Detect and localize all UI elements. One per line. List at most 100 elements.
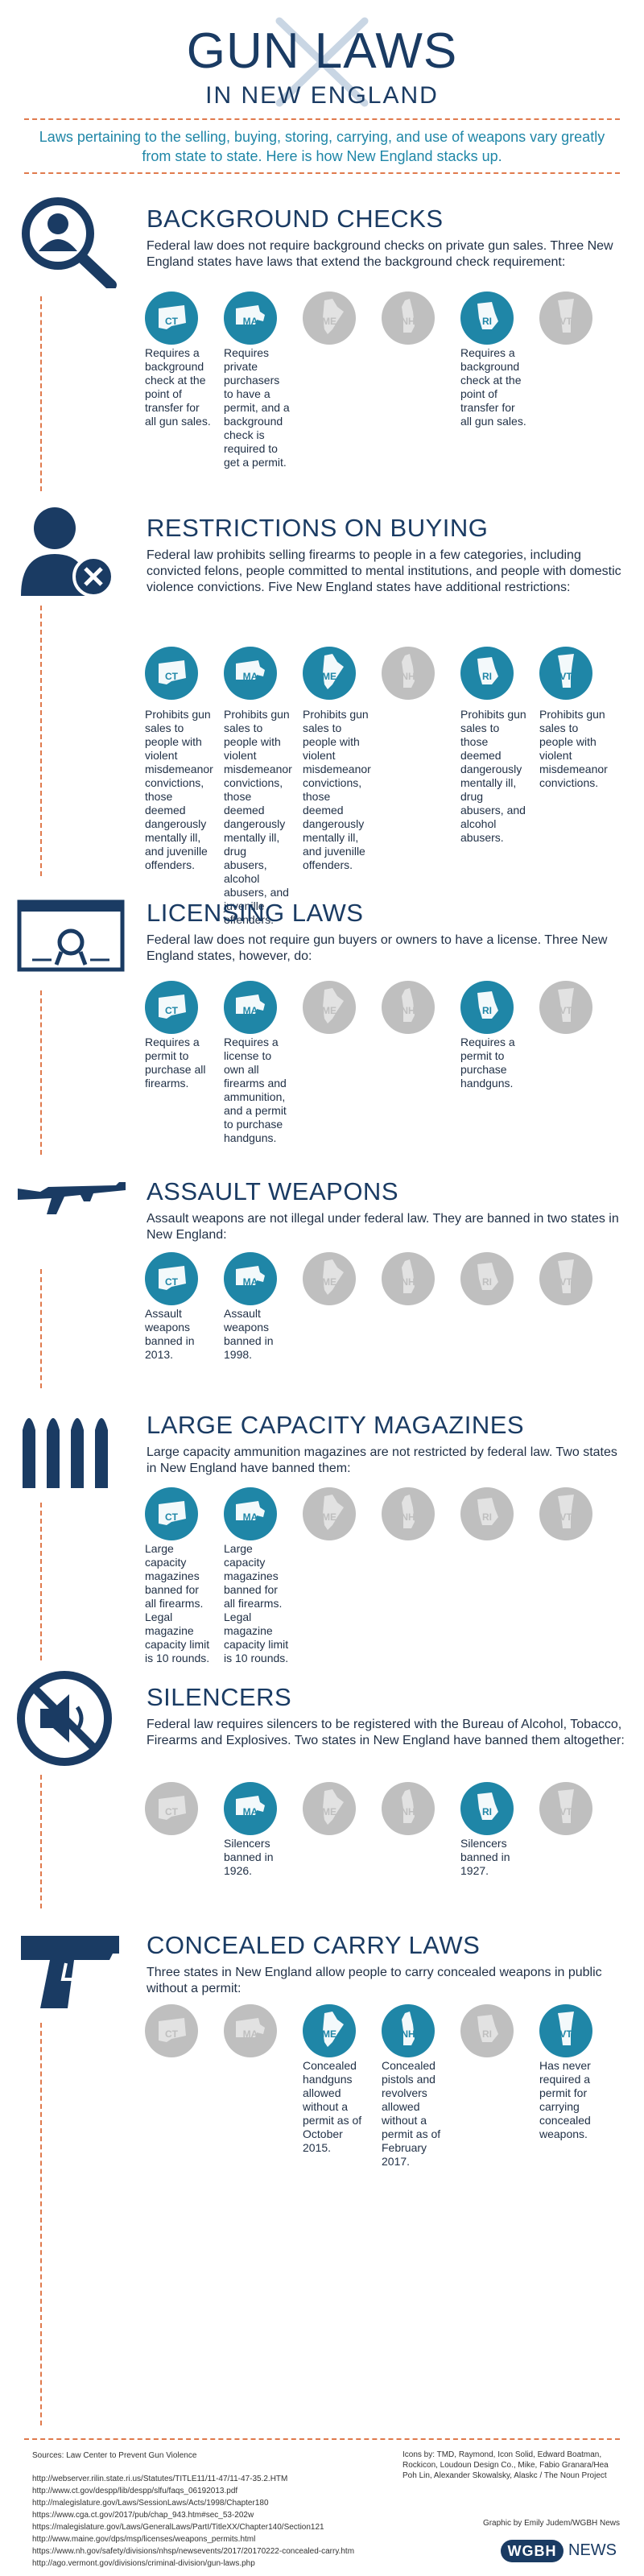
state-badge-me: ME	[303, 2004, 356, 2057]
section-title: CONCEALED CARRY LAWS	[147, 1931, 481, 1959]
state-badge-ct: CT	[145, 1782, 198, 1835]
state-outline-ma-icon	[236, 1266, 265, 1285]
section-connector	[40, 1775, 42, 1908]
section-title: BACKGROUND CHECKS	[147, 205, 444, 233]
source-links: http://webserver.rilin.state.ri.us/Statu…	[32, 2473, 386, 2570]
rifle-icon	[18, 1182, 126, 1214]
icons-credit: Icons by: TMD, Raymond, Icon Solid, Edwa…	[402, 2450, 609, 2480]
source-link[interactable]: http://malegislature.gov/Laws/SessionLaw…	[32, 2499, 269, 2508]
state-abbr: ME	[322, 2028, 336, 2040]
intro-text: Laws pertaining to the selling, buying, …	[39, 129, 605, 164]
section-title: LICENSING LAWS	[147, 899, 364, 927]
sources: Sources: Law Center to Prevent Gun Viole…	[32, 2450, 386, 2570]
state-outline-vt-icon	[558, 1495, 574, 1528]
state-note-ri: Requires a background check at the point…	[460, 346, 526, 428]
section-connector	[40, 2023, 42, 2425]
wgbh-logo-mark: WGBH	[501, 2540, 564, 2562]
state-outline-nh-icon	[402, 2012, 415, 2045]
state-note-ri: Requires a permit to purchase handguns.	[460, 1036, 515, 1090]
state-outline-nh-icon	[402, 1495, 415, 1528]
state-abbr: RI	[482, 1005, 492, 1016]
state-abbr: NH	[401, 1005, 415, 1016]
state-outline-ct-icon	[159, 1796, 186, 1820]
state-note-ri: Silencers banned in 1927.	[460, 1837, 510, 1877]
state-outline-ri-icon	[477, 2015, 498, 2042]
state-outline-vt-icon	[558, 1259, 574, 1293]
source-link[interactable]: https://www.nh.gov/safety/divisions/nhsp…	[32, 2547, 355, 2556]
source-link[interactable]: https://www.cga.ct.gov/2017/pub/chap_943…	[32, 2511, 254, 2520]
state-badge-ct: CT	[145, 292, 198, 345]
state-abbr: NH	[401, 1806, 415, 1817]
section-assault-weapons: ASSAULT WEAPONS Assault weapons are not i…	[0, 1160, 644, 1393]
state-outline-ma-icon	[236, 1501, 265, 1520]
state-note-ma: Large capacity magazines banned for all …	[224, 1542, 289, 1664]
state-badge-ma: MA	[224, 1487, 277, 1540]
source-link[interactable]: http://www.maine.gov/dps/msp/licenses/we…	[32, 2535, 256, 2544]
state-outline-ct-icon	[159, 305, 186, 329]
state-abbr: RI	[482, 1511, 492, 1523]
state-outline-ct-icon	[159, 1266, 186, 1290]
source-link[interactable]: https://malegislature.gov/Laws/GeneralLa…	[32, 2523, 324, 2532]
state-abbr: CT	[165, 2028, 178, 2040]
section-description: Assault weapons are not illegal under fe…	[147, 1212, 619, 1242]
state-badge-ri: RI	[460, 981, 514, 1034]
section-title: ASSAULT WEAPONS	[147, 1177, 398, 1205]
state-abbr: VT	[559, 1511, 572, 1523]
state-outline-ri-icon	[477, 1792, 498, 1820]
state-badge-vt: VT	[539, 292, 592, 345]
source-link[interactable]: http://www.ct.gov/despp/lib/despp/slfu/f…	[32, 2487, 238, 2495]
state-outline-vt-icon	[558, 988, 574, 1022]
state-outline-vt-icon	[558, 2012, 574, 2045]
state-outline-ct-icon	[159, 1501, 186, 1525]
state-abbr: RI	[482, 2028, 492, 2040]
source-link[interactable]: http://webserver.rilin.state.ri.us/Statu…	[32, 2475, 288, 2483]
state-badge-nh: NH	[382, 292, 435, 345]
state-note-ct: Requires a background check at the point…	[145, 346, 211, 428]
state-badge-ct: CT	[145, 981, 198, 1034]
state-badge-me: ME	[303, 647, 356, 700]
state-abbr: NH	[401, 671, 415, 682]
person-denied-icon	[21, 507, 114, 597]
state-note-ct: Requires a permit to purchase all firear…	[145, 1036, 206, 1090]
state-badge-nh: NH	[382, 1252, 435, 1305]
wgbh-news-logo[interactable]: WGBH NEWS	[501, 2537, 621, 2566]
state-outline-me-icon	[323, 654, 344, 689]
state-abbr: MA	[242, 671, 258, 682]
state-outline-ri-icon	[477, 657, 498, 684]
state-abbr: RI	[482, 1276, 492, 1288]
state-badge-ma: MA	[224, 981, 277, 1034]
state-badge-ma: MA	[224, 1252, 277, 1305]
certificate-icon	[17, 899, 125, 972]
state-badge-ma: MA	[224, 292, 277, 345]
state-abbr: ME	[322, 1005, 336, 1016]
state-outline-nh-icon	[402, 1259, 415, 1293]
state-badge-me: ME	[303, 1252, 356, 1305]
state-outline-me-icon	[323, 1495, 344, 1530]
state-note-vt: Prohibits gun sales to people with viole…	[539, 708, 608, 789]
state-note-ma: Requires private purchasers to have a pe…	[224, 346, 290, 469]
magnifier-person-icon	[22, 197, 117, 288]
state-outline-ma-icon	[236, 2018, 265, 2037]
state-badge-ri: RI	[460, 2004, 514, 2057]
state-outline-nh-icon	[402, 988, 415, 1022]
state-outline-vt-icon	[558, 654, 574, 688]
state-abbr: MA	[242, 316, 258, 327]
state-outline-ma-icon	[236, 305, 265, 325]
state-abbr: CT	[165, 1806, 178, 1817]
section-connector	[40, 1269, 42, 1388]
state-abbr: CT	[165, 1276, 178, 1288]
mute-icon	[17, 1671, 112, 1766]
state-badge-me: ME	[303, 292, 356, 345]
state-badge-vt: VT	[539, 1487, 592, 1540]
state-outline-nh-icon	[402, 654, 415, 688]
section-connector	[40, 296, 42, 491]
state-outline-ct-icon	[159, 2018, 186, 2042]
section-title: RESTRICTIONS ON BUYING	[147, 514, 489, 542]
state-note-nh: Concealed pistols and revolvers allowed …	[382, 2059, 441, 2168]
source-link[interactable]: http://ago.vermont.gov/divisions/crimina…	[32, 2559, 255, 2568]
